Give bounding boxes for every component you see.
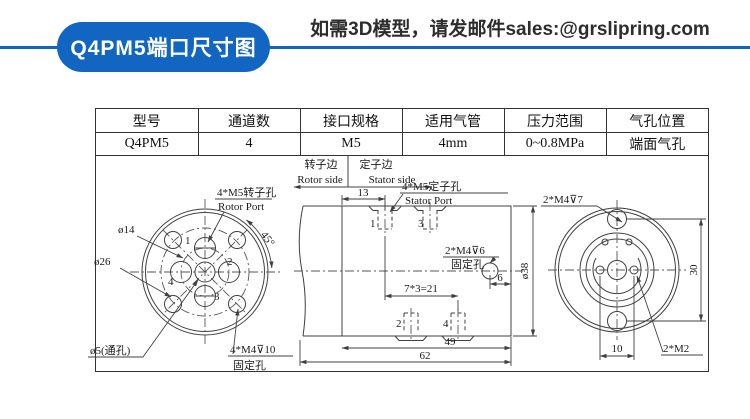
dim-10: 10 bbox=[612, 343, 624, 355]
dim-30: 30 bbox=[688, 264, 700, 276]
spec-value-row: Q4PM5 4 M5 4mm 0~0.8MPa 端面气孔 bbox=[96, 132, 708, 156]
side-port-number-4: 4 bbox=[443, 318, 449, 330]
rotor-port-label-en: Rotor Port bbox=[218, 201, 264, 213]
spec-value-pressure: 0~0.8MPa bbox=[503, 132, 607, 156]
header-divider-line bbox=[0, 46, 750, 49]
dim-6: 6 bbox=[497, 272, 503, 284]
spec-value-channels: 4 bbox=[197, 132, 301, 156]
dim-49: 49 bbox=[445, 336, 457, 348]
dia14-label: ø14 bbox=[118, 224, 135, 236]
port-number-1: 1 bbox=[185, 235, 191, 247]
dim-62: 62 bbox=[420, 350, 431, 362]
front-fixing-hole-sub-label: 固定孔 bbox=[233, 358, 266, 372]
side-view-annotations: 4*M5定子孔 Stator Port 13 2*M4⊽6 固定孔 6 7*3=… bbox=[299, 179, 537, 366]
spec-value-model: Q4PM5 bbox=[96, 132, 199, 156]
angle-45-label: 45° bbox=[258, 229, 277, 249]
side-port-number-1: 1 bbox=[370, 218, 376, 230]
side-view-body bbox=[294, 205, 523, 337]
spec-value-interface: M5 bbox=[299, 132, 403, 156]
page-title: Q4PM5端口尺寸图 bbox=[70, 37, 257, 60]
spec-col-header: 压力范围 bbox=[503, 109, 607, 133]
end-view-body bbox=[548, 200, 686, 340]
dim-dia38: ø38 bbox=[519, 262, 531, 279]
port-number-3: 3 bbox=[214, 291, 220, 303]
dia5-through-hole-label: ø5(通孔) bbox=[90, 344, 131, 357]
spec-table: 型号 通道数 接口规格 适用气管 压力范围 气孔位置 Q4PM5 4 M5 4m… bbox=[96, 109, 708, 156]
front-view-body bbox=[130, 199, 283, 347]
port-number-4: 4 bbox=[168, 276, 174, 288]
stator-port-label-cn: 4*M5定子孔 bbox=[402, 179, 461, 193]
front-view: ø14 ø26 ø5(通孔) 4*M5转子孔 Rotor Port 45° 4*… bbox=[88, 185, 293, 372]
rotor-side-label-en: Rotor side bbox=[297, 174, 343, 186]
end-view: 2*M4⊽7 30 10 2*M2 bbox=[541, 194, 706, 360]
side-fixing-label: 2*M4⊽6 bbox=[445, 245, 485, 257]
side-port-number-2: 2 bbox=[396, 318, 402, 330]
spec-value-hole-position: 端面气孔 bbox=[605, 132, 708, 156]
front-view-annotations: ø14 ø26 ø5(通孔) 4*M5转子孔 Rotor Port 45° 4*… bbox=[88, 185, 293, 372]
front-fixing-hole-label: 4*M4⊽10 bbox=[230, 344, 276, 356]
title-badge: Q4PM5端口尺寸图 bbox=[57, 22, 270, 72]
rotor-side-label-cn: 转子边 bbox=[305, 157, 338, 171]
dia26-label: ø26 bbox=[94, 256, 111, 268]
contact-note: 如需3D模型，请发邮件sales:@grslipring.com bbox=[310, 19, 710, 40]
stator-side-label-en: Stator side bbox=[369, 174, 416, 186]
stator-port-label-en: Stator Port bbox=[405, 195, 452, 207]
orientation-labels: 转子边 定子边 Rotor side Stator side bbox=[293, 156, 433, 190]
m2-label: 2*M2 bbox=[663, 343, 689, 355]
side-fixing-sub-label: 固定孔 bbox=[451, 257, 484, 271]
rotor-port-label-cn: 4*M5转子孔 bbox=[217, 185, 276, 199]
drawing-frame: 型号 通道数 接口规格 适用气管 压力范围 气孔位置 Q4PM5 4 M5 4m… bbox=[95, 108, 709, 372]
spec-value-tube: 4mm bbox=[401, 132, 505, 156]
port-number-2: 2 bbox=[227, 256, 233, 268]
orientation-divider bbox=[293, 156, 433, 190]
side-view: 4*M5定子孔 Stator Port 13 2*M4⊽6 固定孔 6 7*3=… bbox=[294, 179, 537, 366]
dim-pitch: 7*3=21 bbox=[404, 283, 438, 295]
side-view-bottom-ports bbox=[394, 308, 475, 341]
end-fixing-label: 2*M4⊽7 bbox=[543, 194, 583, 206]
dim-13: 13 bbox=[358, 187, 370, 199]
end-view-annotations: 2*M4⊽7 30 10 2*M2 bbox=[541, 194, 706, 360]
stator-side-label-cn: 定子边 bbox=[360, 157, 393, 171]
side-port-number-3: 3 bbox=[418, 218, 424, 230]
